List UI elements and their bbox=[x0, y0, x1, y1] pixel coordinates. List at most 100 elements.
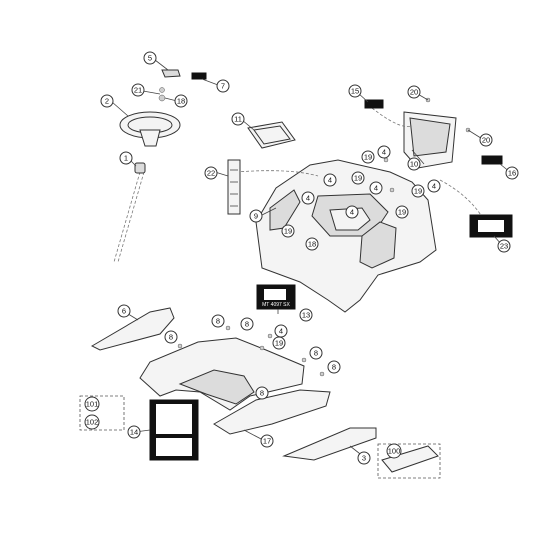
warning-decal-figure bbox=[156, 404, 192, 434]
svg-text:20: 20 bbox=[482, 136, 490, 145]
callout-7[interactable]: 7 bbox=[216, 79, 230, 93]
svg-text:1: 1 bbox=[124, 154, 128, 163]
callout-13[interactable]: 13 bbox=[299, 308, 313, 322]
kit-frame-101-102 bbox=[79, 395, 125, 431]
callout-17[interactable]: 17 bbox=[260, 434, 274, 448]
callout-16[interactable]: 16 bbox=[505, 166, 519, 180]
floor-screw-d bbox=[301, 357, 307, 363]
svg-text:8: 8 bbox=[169, 333, 173, 342]
callout-19e[interactable]: 19 bbox=[281, 224, 295, 238]
svg-text:4: 4 bbox=[374, 184, 378, 193]
floor-screw-b bbox=[177, 343, 183, 349]
steering-assembly bbox=[113, 69, 207, 263]
callout-2[interactable]: 2 bbox=[100, 94, 114, 108]
svg-text:8: 8 bbox=[332, 363, 336, 372]
right-foot-plate bbox=[282, 427, 377, 461]
callout-8b[interactable]: 8 bbox=[240, 317, 254, 331]
callout-20b[interactable]: 20 bbox=[479, 133, 493, 147]
svg-text:101: 101 bbox=[86, 400, 99, 409]
callout-10[interactable]: 10 bbox=[407, 157, 421, 171]
steering-cap bbox=[161, 69, 181, 78]
callout-4a[interactable]: 4 bbox=[377, 145, 391, 159]
svg-text:8: 8 bbox=[260, 389, 264, 398]
callout-21[interactable]: 21 bbox=[131, 83, 145, 97]
svg-text:2: 2 bbox=[105, 97, 109, 106]
callout-15[interactable]: 15 bbox=[348, 84, 362, 98]
callout-8f[interactable]: 8 bbox=[255, 386, 269, 400]
callout-19b[interactable]: 19 bbox=[351, 171, 365, 185]
svg-text:13: 13 bbox=[302, 311, 310, 320]
svg-text:102: 102 bbox=[86, 418, 99, 427]
label-15 bbox=[364, 99, 384, 109]
callout-8d[interactable]: 8 bbox=[309, 346, 323, 360]
callout-6[interactable]: 6 bbox=[117, 304, 131, 318]
svg-text:8: 8 bbox=[216, 317, 220, 326]
callout-badges: 5 7 2 21 18 1 11 22 9 15 20 10 20 16 23 … bbox=[84, 51, 519, 465]
callout-4c[interactable]: 4 bbox=[369, 181, 383, 195]
svg-text:4: 4 bbox=[279, 327, 283, 336]
callout-19c[interactable]: 19 bbox=[411, 184, 425, 198]
callout-4f[interactable]: 4 bbox=[345, 205, 359, 219]
svg-text:18: 18 bbox=[308, 240, 316, 249]
callout-8c[interactable]: 8 bbox=[164, 330, 178, 344]
steering-column-line bbox=[113, 171, 141, 263]
svg-text:4: 4 bbox=[432, 182, 436, 191]
svg-text:22: 22 bbox=[207, 169, 215, 178]
svg-text:15: 15 bbox=[351, 87, 359, 96]
svg-text:19: 19 bbox=[354, 174, 362, 183]
warning-decal-icons bbox=[156, 438, 192, 456]
callout-102[interactable]: 102 bbox=[84, 414, 100, 430]
callout-18b[interactable]: 18 bbox=[305, 237, 319, 251]
svg-text:4: 4 bbox=[328, 176, 332, 185]
callout-19d[interactable]: 19 bbox=[395, 205, 409, 219]
hood-screw-a bbox=[383, 157, 389, 163]
svg-text:4: 4 bbox=[382, 148, 386, 157]
callout-23[interactable]: 23 bbox=[497, 239, 511, 253]
callout-4b[interactable]: 4 bbox=[323, 173, 337, 187]
callout-8e[interactable]: 8 bbox=[327, 360, 341, 374]
floor-cutout bbox=[178, 369, 255, 405]
svg-text:4: 4 bbox=[350, 208, 354, 217]
callout-19f[interactable]: 19 bbox=[272, 336, 286, 350]
decal-routing bbox=[235, 170, 319, 177]
callout-19a[interactable]: 19 bbox=[361, 150, 375, 164]
callout-14[interactable]: 14 bbox=[127, 425, 141, 439]
svg-text:6: 6 bbox=[122, 307, 126, 316]
callout-20a[interactable]: 20 bbox=[407, 85, 421, 99]
steering-column-line-2 bbox=[117, 171, 145, 263]
steering-screw bbox=[158, 94, 166, 102]
callout-22[interactable]: 22 bbox=[204, 166, 218, 180]
callout-4e[interactable]: 4 bbox=[301, 191, 315, 205]
callout-4g[interactable]: 4 bbox=[274, 324, 288, 338]
callout-8a[interactable]: 8 bbox=[211, 314, 225, 328]
dashboard-panel bbox=[409, 117, 451, 157]
callout-18a[interactable]: 18 bbox=[174, 94, 188, 108]
svg-text:3: 3 bbox=[362, 454, 366, 463]
badge-routing bbox=[439, 179, 485, 221]
steering-hub bbox=[139, 129, 161, 147]
rear-plate bbox=[381, 445, 439, 473]
model-badge-large-logo bbox=[478, 220, 504, 232]
svg-text:21: 21 bbox=[134, 86, 142, 95]
callout-3[interactable]: 3 bbox=[357, 451, 371, 465]
svg-text:19: 19 bbox=[414, 187, 422, 196]
callout-4d[interactable]: 4 bbox=[427, 179, 441, 193]
kit-frame-100 bbox=[377, 443, 441, 479]
callout-11[interactable]: 11 bbox=[231, 112, 245, 126]
access-hatch-inner bbox=[253, 125, 291, 145]
floor-screw-e bbox=[319, 371, 325, 377]
model-badge-logo bbox=[264, 289, 286, 300]
svg-text:14: 14 bbox=[130, 428, 138, 437]
callout-5[interactable]: 5 bbox=[143, 51, 157, 65]
svg-text:17: 17 bbox=[263, 437, 271, 446]
callout-101[interactable]: 101 bbox=[84, 396, 100, 412]
svg-text:19: 19 bbox=[284, 227, 292, 236]
column-sleeve bbox=[134, 162, 146, 174]
callout-100[interactable]: 100 bbox=[386, 443, 402, 459]
svg-text:8: 8 bbox=[245, 320, 249, 329]
callout-9[interactable]: 9 bbox=[249, 209, 263, 223]
svg-text:19: 19 bbox=[398, 208, 406, 217]
callout-1[interactable]: 1 bbox=[119, 151, 133, 165]
